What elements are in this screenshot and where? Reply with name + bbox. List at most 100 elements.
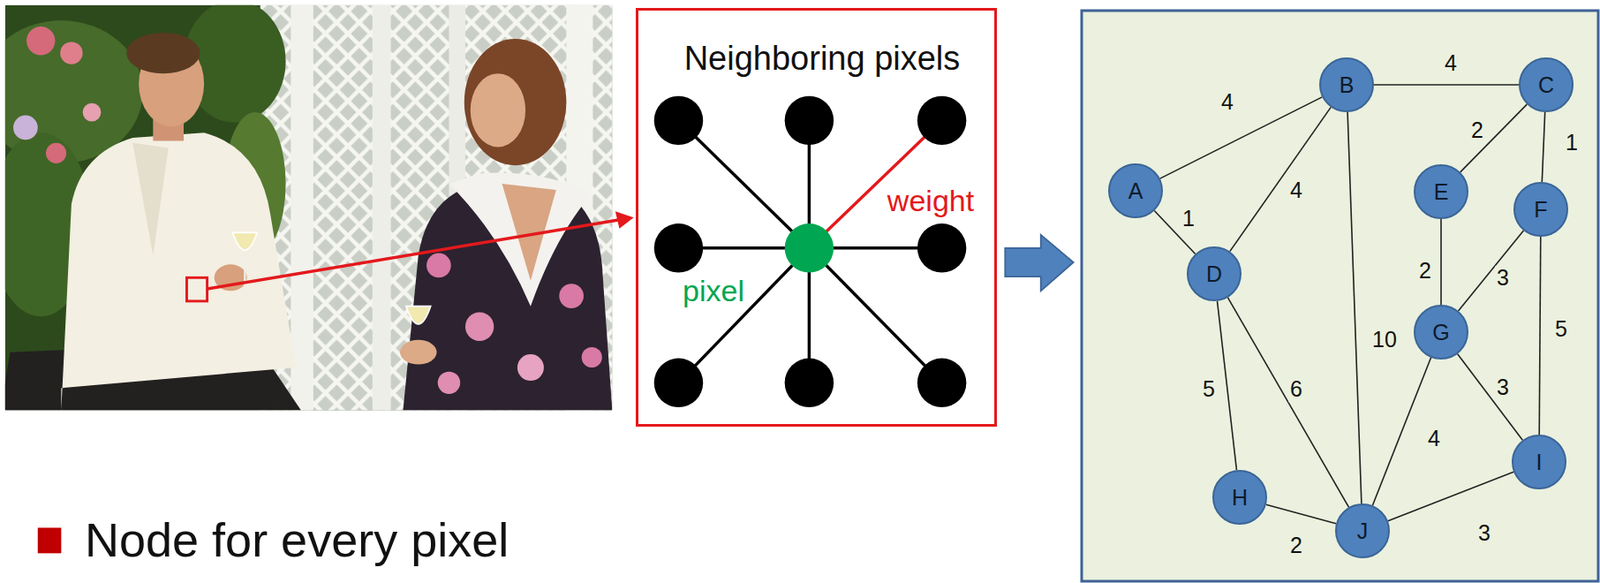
photo-part [426,253,452,279]
photo-part [372,5,392,411]
node-letter: D [1206,261,1223,287]
photo-part [290,5,313,411]
photo-part [13,115,38,141]
photo-part [437,371,461,394]
photo-part [470,73,526,147]
node-letter: A [1128,178,1144,204]
pixel-neighborhood-part [654,96,703,145]
graph-edge [1160,97,1323,179]
pixel-neighborhood-part [654,223,703,272]
edge-weight: 5 [1553,316,1570,342]
graph-edge [1541,112,1545,182]
edge-weight: 1 [1180,206,1197,232]
node-letter: I [1536,449,1543,476]
node-letter: B [1339,72,1355,99]
photo-part [186,277,207,302]
pixel-neighborhood-part [678,248,809,384]
pointer-arrow-part [207,219,619,289]
photo-part [60,132,296,410]
node-letter: H [1231,484,1248,511]
graph-edge [1457,354,1524,441]
pixel-neighborhood-part [917,223,967,272]
edge-weight: 3 [1494,375,1511,400]
graph-node: D [1186,246,1242,302]
photo-part [232,232,257,250]
graph-edge [1347,112,1362,504]
pixel-neighborhood-part [917,358,967,408]
bullet-text: Node for every pixel [84,512,509,567]
node-letter: G [1432,319,1450,346]
bullet-square [37,527,62,553]
graph-edge [1372,357,1431,506]
photo-part [243,255,246,296]
graph-edge [1266,504,1336,524]
node-letter: C [1538,72,1555,99]
node-letter: F [1533,196,1548,223]
pixel-neighborhood-part [784,96,834,145]
photo-part [45,143,67,164]
photo-part [126,32,200,74]
pixel-neighborhood-part [917,96,967,145]
graph-edge [1460,104,1528,173]
pixel-neighborhood-part [808,248,942,384]
graph-node: E [1413,164,1469,219]
photo-part [132,143,168,256]
photo-part [260,5,613,411]
edge-weight: 1 [1563,130,1580,156]
neighborhood-box: Neighboring pixels weight pixel [635,7,997,427]
edge-weight: 4 [1426,426,1442,452]
photo-part [465,312,494,341]
pixel-neighborhood-part [784,358,834,408]
block-arrow [1004,234,1073,292]
photo-part [400,339,438,365]
edge-weight: 4 [1442,51,1459,76]
graph-edge [1230,106,1331,251]
pointer-arrow-part [615,211,634,229]
graph-node: A [1108,163,1163,219]
panel-title: Neighboring pixels [684,39,961,79]
photo-part [83,103,102,122]
pixel-neighborhood [654,96,967,408]
edge-weight: 6 [1288,377,1305,402]
graph-edge [1539,236,1541,435]
photo-part [26,26,55,55]
edge-weight: 3 [1476,520,1493,546]
photo-part [581,347,603,368]
node-letter: E [1433,179,1450,205]
graph-node: J [1335,503,1390,559]
photo-part [464,38,567,166]
photo [5,5,613,411]
graph-edge [1440,218,1442,305]
edge-weight: 2 [1469,118,1486,144]
pixel-neighborhood-part [654,358,703,408]
pixel-neighborhood-part [784,223,834,272]
edge-weight: 2 [1417,258,1434,284]
graph-node: G [1413,304,1469,360]
photo-part [517,354,544,381]
edge-weight: 4 [1219,90,1236,115]
illustration-part [0,0,1074,553]
node-letter: J [1357,518,1369,544]
graph-node: C [1518,57,1574,113]
pointer-arrow [207,211,634,289]
photo-part [558,283,584,309]
pixel-label: pixel [680,273,747,309]
photo-part [406,306,431,325]
graph-edge [1388,471,1514,521]
graph-node: H [1212,469,1268,525]
edge-weight: 10 [1370,327,1399,353]
graph-edge [1217,301,1238,470]
photo-part [60,41,83,64]
edge-weight: 3 [1494,265,1511,291]
edge-weight: 4 [1288,178,1305,204]
graph-node: I [1511,434,1567,490]
graph-edge [1373,83,1519,86]
weight-label: weight [887,183,974,219]
edge-weight: 2 [1288,533,1305,559]
pixel-neighborhood-part [678,120,809,248]
edge-weight: 5 [1200,377,1217,402]
graph-node: F [1513,181,1569,237]
graph-node: B [1319,57,1374,113]
graph-panel [1081,10,1599,582]
